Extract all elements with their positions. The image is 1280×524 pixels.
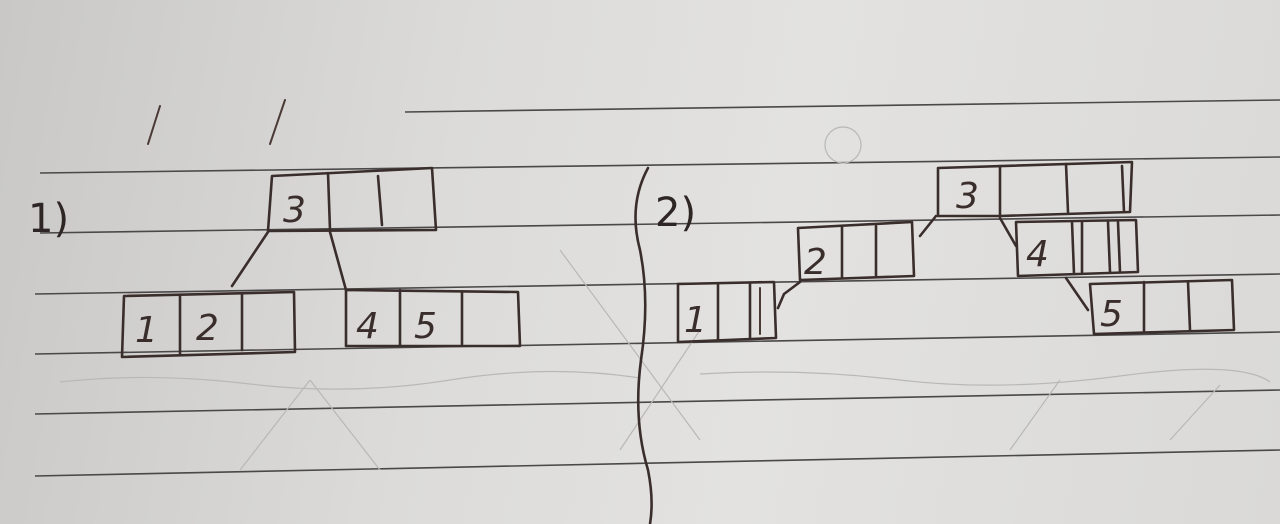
figure-2-label: 2) xyxy=(655,190,696,236)
fig2-edge-1-2 xyxy=(776,280,802,310)
ruled-lines xyxy=(34,99,1280,477)
fig1-right-key-1: 4 xyxy=(356,306,379,347)
fig1-right-node: 4 5 xyxy=(344,288,522,348)
fig2-node-3-key: 3 xyxy=(956,176,979,217)
fig2-edge-2-3 xyxy=(918,214,938,238)
fig1-edge-right xyxy=(328,230,348,292)
fig2-node-3: 3 xyxy=(936,160,1134,218)
fig2-node-2: 2 xyxy=(796,220,916,283)
fig2-node-1-key: 1 xyxy=(684,300,707,341)
fig2-node-1: 1 xyxy=(676,280,778,344)
fig1-root-node: 3 xyxy=(266,166,438,233)
fig2-node-5-key: 5 xyxy=(1100,294,1123,335)
fig1-edge-left xyxy=(230,230,270,288)
fig2-node-2-key: 2 xyxy=(804,242,827,283)
fig1-left-key-1: 1 xyxy=(135,310,158,351)
fig2-node-5: 5 xyxy=(1088,278,1236,336)
figure-1-label: 1) xyxy=(28,196,69,242)
fig2-edge-4-5 xyxy=(1064,276,1090,312)
fig2-edge-3-4 xyxy=(998,216,1018,248)
fig2-node-4-key: 4 xyxy=(1026,234,1049,275)
divider-line xyxy=(634,166,653,524)
bleed-through-marks xyxy=(59,126,1271,471)
fig1-left-key-2: 2 xyxy=(196,308,219,349)
fig1-right-key-2: 5 xyxy=(414,306,437,347)
stray-ticks xyxy=(147,99,286,145)
fig1-root-key-1: 3 xyxy=(283,190,306,231)
fig1-left-node: 1 2 xyxy=(120,290,297,359)
fig2-node-4: 4 xyxy=(1014,218,1140,278)
